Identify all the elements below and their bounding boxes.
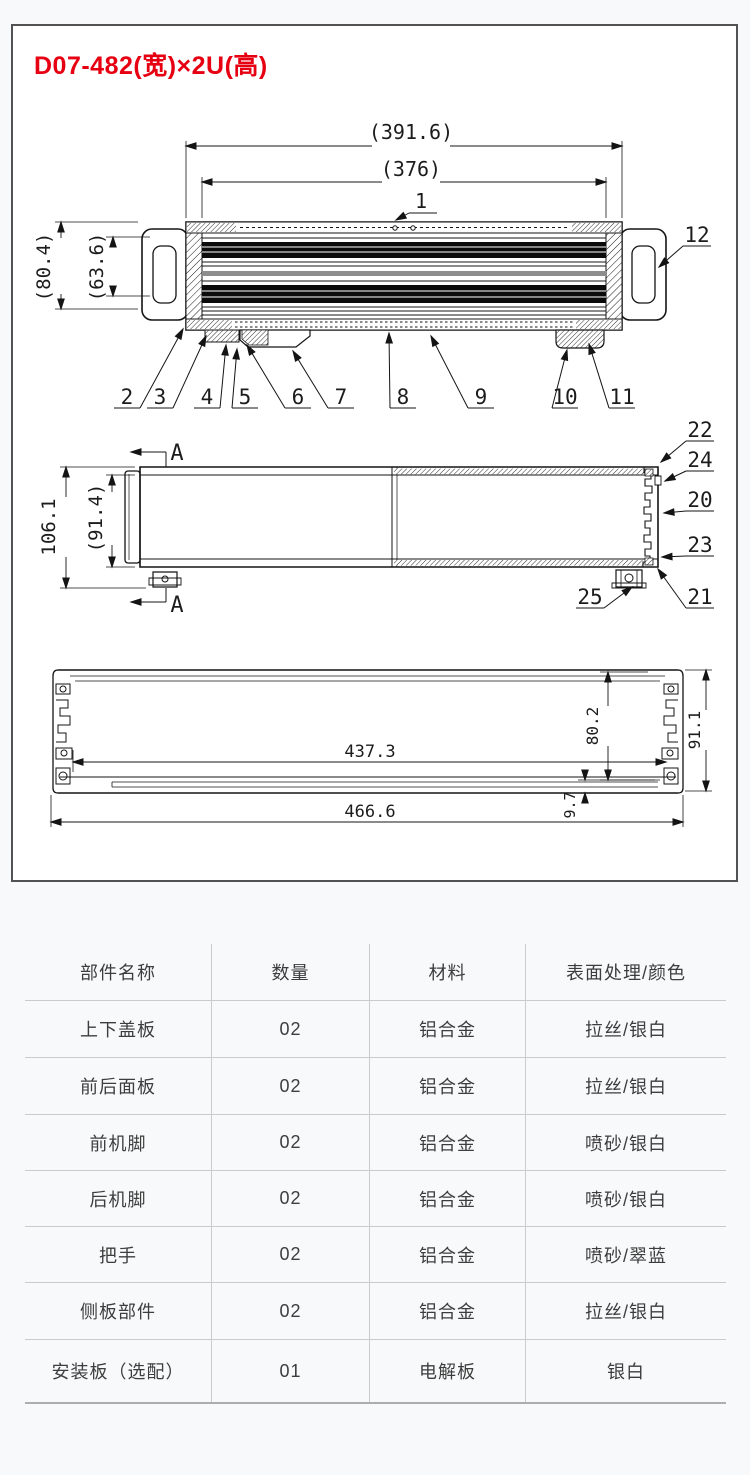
callout-8: 8 [397,385,410,409]
cell-quantity: 02 [211,1115,369,1170]
cell-part-name: 前后面板 [80,1077,156,1097]
table-row: 把手 02 铝合金 喷砂/翠蓝 [25,1227,726,1283]
callout-1: 1 [415,189,427,213]
dim-side-outer-height: 106.1 [38,498,60,555]
section-label-a-top: A [170,441,183,466]
product-model-title: D07-482(宽)×2U(高) [34,52,268,80]
cell-part-name: 后机脚 [89,1189,147,1210]
cell-part-name: 前机脚 [89,1133,147,1154]
cell-material: 电解板 [369,1340,525,1402]
front-view-labels: (391.6) (376) 1 (80.4) (63.6) 2 3 4 5 6 … [33,120,710,409]
cell-part-name: 侧板部件 [80,1302,156,1322]
table-row: 后机脚 02 铝合金 喷砂/银白 [25,1171,726,1227]
dim-bottom-outer-width: 466.6 [344,802,395,822]
dim-bottom-inner-height: 80.2 [583,707,602,746]
cell-finish-color: 拉丝/银白 [525,1058,726,1114]
cell-quantity: 02 [211,1058,369,1114]
cell-quantity: 02 [211,1227,369,1282]
section-label-a-bottom: A [170,593,183,618]
cell-part-name: 把手 [99,1245,137,1266]
cell-material: 铝合金 [369,1001,525,1057]
callout-12: 12 [684,223,709,247]
cell-part-name: 上下盖板 [80,1020,156,1040]
cell-material: 铝合金 [369,1171,525,1226]
cell-finish-color: 银白 [525,1340,726,1402]
callout-23: 23 [687,533,712,557]
callout-21: 21 [687,585,712,609]
callout-20: 20 [687,488,712,512]
callout-25: 25 [577,585,602,609]
callout-6: 6 [292,385,305,409]
technical-drawing: (391.6) (376) 1 (80.4) (63.6) 2 3 4 5 6 … [33,120,738,882]
cell-part-name: 安装板（选配） [51,1362,185,1382]
callout-2: 2 [121,385,134,409]
cell-finish-color: 拉丝/银白 [525,1001,726,1057]
table-row: 前机脚 02 铝合金 喷砂/银白 [25,1115,726,1171]
cell-finish-color: 喷砂/银白 [525,1171,726,1226]
side-view [60,441,714,608]
cell-quantity: 02 [211,1171,369,1226]
cell-quantity: 02 [211,1283,369,1339]
parts-table: 部件名称 数量 材料 表面处理/颜色 上下盖板 02 铝合金 拉丝/银白 前后面… [25,944,726,1404]
drawing-frame [11,24,738,882]
header-quantity: 数量 [211,944,369,1000]
dim-front-outer-height: (80.4) [33,233,55,302]
callout-5: 5 [239,385,252,409]
header-finish-color: 表面处理/颜色 [525,944,726,1000]
bottom-view-labels: 437.3 466.6 80.2 91.1 9.7 [344,707,704,822]
cell-material: 铝合金 [369,1283,525,1339]
header-part-name: 部件名称 [80,963,156,983]
callout-22: 22 [687,418,712,442]
table-row: 前后面板 02 铝合金 拉丝/银白 [25,1058,726,1115]
cell-quantity: 02 [211,1001,369,1057]
dim-side-inner-height: (91.4) [85,484,107,553]
table-header-row: 部件名称 数量 材料 表面处理/颜色 [25,944,726,1001]
table-row: 上下盖板 02 铝合金 拉丝/银白 [25,1001,726,1058]
callout-24: 24 [687,448,712,472]
callout-10: 10 [552,385,577,409]
dim-front-outer-width: (391.6) [369,120,453,144]
callout-3: 3 [154,385,167,409]
dim-front-handle-height: (63.6) [86,233,108,302]
table-row: 安装板（选配） 01 电解板 银白 [25,1340,726,1404]
callout-9: 9 [475,385,488,409]
cell-material: 铝合金 [369,1058,525,1114]
cell-finish-color: 喷砂/翠蓝 [525,1227,726,1282]
header-material: 材料 [369,944,525,1000]
dim-bottom-inner-width: 437.3 [344,742,395,762]
cell-material: 铝合金 [369,1227,525,1282]
dim-bottom-lip: 9.7 [561,791,579,818]
dim-bottom-outer-height: 91.1 [685,711,704,750]
callout-11: 11 [609,385,634,409]
cell-material: 铝合金 [369,1115,525,1170]
callout-4: 4 [201,385,214,409]
bottom-view [50,670,712,827]
dim-front-inner-width: (376) [381,157,441,181]
cell-quantity: 01 [211,1340,369,1402]
side-view-labels: 106.1 (91.4) A A 22 24 20 23 21 25 [38,418,713,618]
cell-finish-color: 喷砂/银白 [525,1115,726,1170]
table-row: 侧板部件 02 铝合金 拉丝/银白 [25,1283,726,1340]
front-view [55,141,711,408]
callout-7: 7 [335,385,348,409]
cell-finish-color: 拉丝/银白 [525,1283,726,1339]
